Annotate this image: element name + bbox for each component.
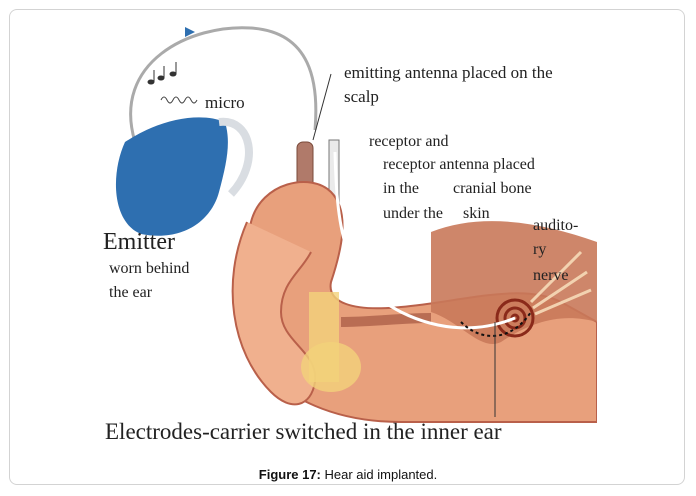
sound-wave-icon [161, 97, 197, 103]
label-receptor-antenna: receptor antenna placed [383, 157, 535, 173]
cartilage-lower [301, 342, 361, 392]
label-scalp: scalp [344, 88, 379, 105]
label-under-the: under the [383, 206, 443, 222]
label-ry: ry [533, 242, 546, 258]
label-in-the: in the [383, 181, 419, 197]
label-worn-behind: worn behind [109, 261, 189, 277]
label-nerve: nerve [533, 268, 569, 284]
label-audito: audito- [533, 218, 578, 234]
label-emitter: Emitter [103, 230, 175, 254]
label-micro: micro [205, 94, 245, 111]
label-cranial-bone: cranial bone [453, 181, 532, 197]
label-the-ear: the ear [109, 285, 152, 301]
caption-text: Hear aid implanted. [321, 467, 437, 482]
ear-implant-illustration: micro emitting antenna placed on the sca… [101, 22, 597, 452]
label-receptor-and: receptor and [369, 134, 449, 150]
label-electrodes-carrier: Electrodes-carrier switched in the inner… [105, 420, 502, 443]
caption-prefix: Figure 17: [259, 467, 321, 482]
music-notes-icon [148, 62, 176, 84]
figure-caption: Figure 17: Hear aid implanted. [0, 467, 696, 482]
label-skin: skin [463, 206, 490, 222]
label-emitting-antenna: emitting antenna placed on the [344, 64, 553, 81]
